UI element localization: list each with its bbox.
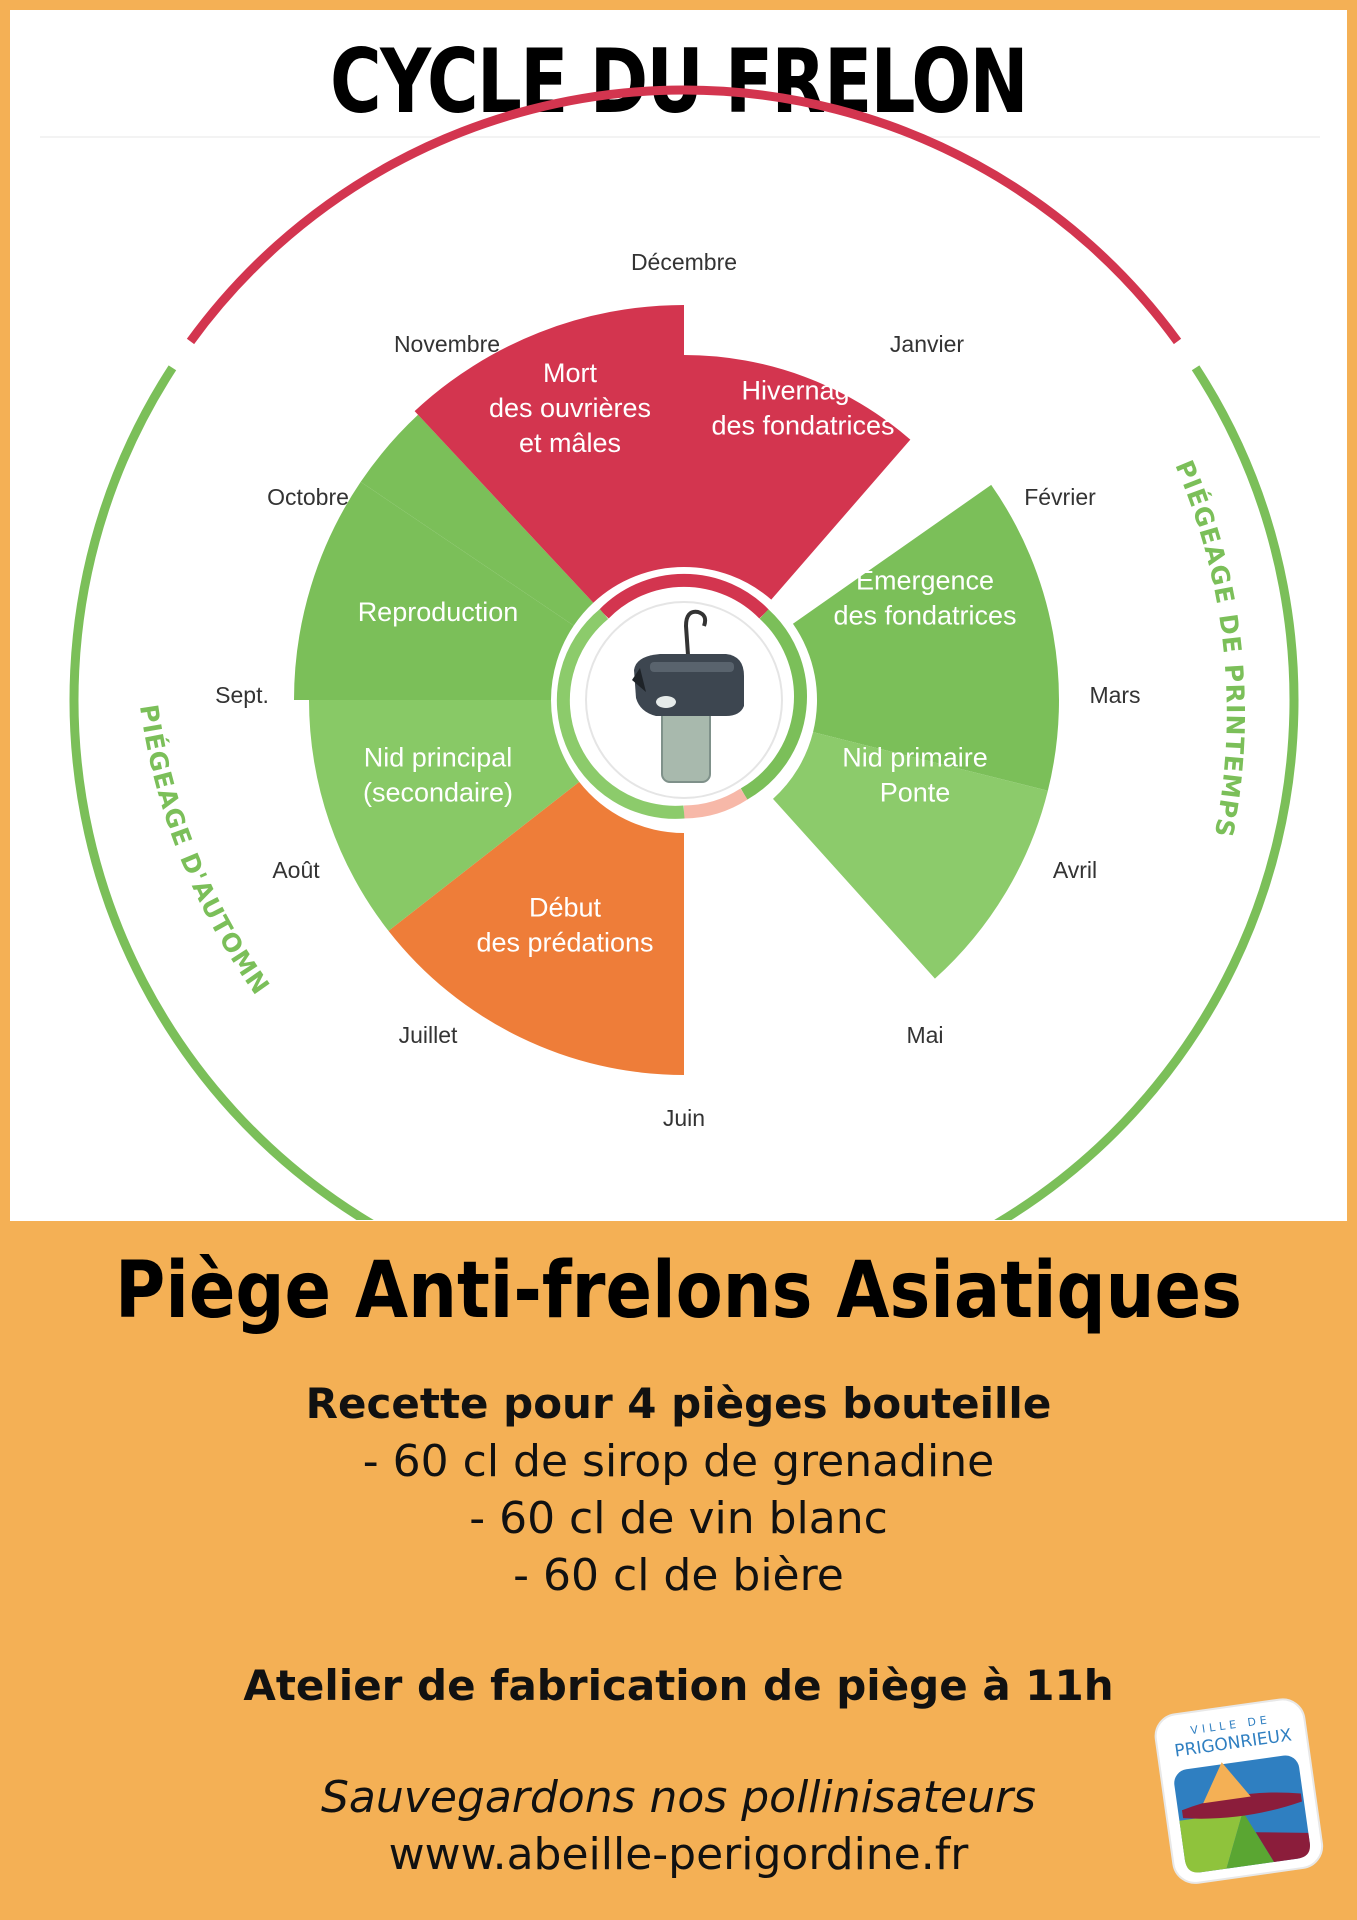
outer-ring — [69, 85, 1299, 1220]
month-label: Mars — [1089, 682, 1140, 708]
phase-label-line: Emergence — [856, 566, 994, 596]
prigonrieux-logo: VILLE DE PRIGONRIEUX — [1154, 1698, 1324, 1884]
month-label: Août — [272, 857, 320, 883]
month-label: Juin — [663, 1105, 705, 1131]
phase-label-line: (secondaire) — [363, 778, 513, 808]
phase-label: Premières ouvrières — [738, 893, 861, 958]
phase-label-line: Premières — [738, 893, 861, 923]
phase-label: Emergence des fondatrices — [833, 566, 1016, 631]
phase-wedge — [309, 700, 580, 931]
phase-label: Reproduction — [358, 597, 519, 627]
month-label: Juillet — [399, 1022, 458, 1048]
hornet-trap-icon — [632, 609, 744, 783]
phase-label-line: ouvrières — [744, 928, 855, 958]
phase-label-line: des prédations — [476, 928, 653, 958]
phase-wedge — [388, 781, 684, 1075]
spring-trapping-label: PIÉGEAGE DE PRINTEMPS — [1170, 456, 1250, 840]
phase-wedge — [294, 481, 574, 700]
phase-label-line: Reproduction — [358, 597, 519, 627]
phase-label-line: Ponte — [880, 778, 951, 808]
phase-label-line: et mâles — [519, 428, 621, 458]
spring-arc — [994, 365, 1299, 1220]
phase-label: Mort des ouvrières et mâles — [489, 358, 651, 458]
recipe-item: - 60 cl de sirop de grenadine — [362, 1436, 995, 1487]
website-url: www.abeille-perigordine.fr — [388, 1829, 969, 1880]
phase-label-line: Hivernage — [741, 376, 864, 406]
trap-heading: Piège Anti-frelons Asiatiques — [115, 1246, 1242, 1336]
recipe-title: Recette pour 4 pièges bouteille — [305, 1379, 1052, 1428]
phase-wedge — [414, 305, 684, 603]
month-label: Janvier — [890, 331, 964, 357]
spring-trapping-text: PIÉGEAGE DE PRINTEMPS — [1170, 456, 1249, 840]
phase-label-line: des fondatrices — [833, 601, 1016, 631]
autumn-trapping-text: PIÉGEAGE D'AUTOMNE — [0, 0, 274, 1000]
slogan: Sauvegardons nos pollinisateurs — [321, 1772, 1036, 1823]
phase-label-line: Mort — [543, 358, 597, 388]
phase-label-line: Début — [529, 893, 602, 923]
phase-wedge — [360, 414, 594, 626]
autumn-trapping-label: PIÉGEAGE D'AUTOMNE — [0, 0, 275, 1000]
workshop-info: Atelier de fabrication de piège à 11h — [243, 1661, 1114, 1710]
recipe-item: - 60 cl de bière — [513, 1550, 844, 1601]
month-label: Novembre — [394, 331, 500, 357]
phase-wedge — [792, 484, 1059, 791]
phase-label-line: des ouvrières — [489, 393, 651, 423]
phase-label-line: Nid principal — [364, 743, 513, 773]
page-title: CYCLE DU FRELON — [330, 30, 1028, 133]
summer-autumn-arc — [69, 365, 374, 1220]
phase-wedge — [684, 355, 911, 600]
month-label: Février — [1024, 484, 1096, 510]
month-label: Sept. — [215, 682, 269, 708]
phase-wedges — [294, 305, 1059, 1075]
phase-wedge — [772, 732, 1048, 979]
phase-label: Hivernage des fondatrices — [711, 376, 894, 441]
phase-label: Nid principal (secondaire) — [363, 743, 513, 808]
month-label: Octobre — [267, 484, 349, 510]
phase-label: Début des prédations — [476, 893, 653, 958]
winter-arc — [186, 85, 1182, 345]
phase-label-line: Nid primaire — [842, 743, 988, 773]
recipe-item: - 60 cl de vin blanc — [469, 1493, 888, 1544]
month-label: Décembre — [631, 249, 737, 275]
title-divider — [40, 136, 1320, 138]
month-label: Avril — [1053, 857, 1097, 883]
phase-label-line: des fondatrices — [711, 411, 894, 441]
month-label: Mai — [906, 1022, 943, 1048]
